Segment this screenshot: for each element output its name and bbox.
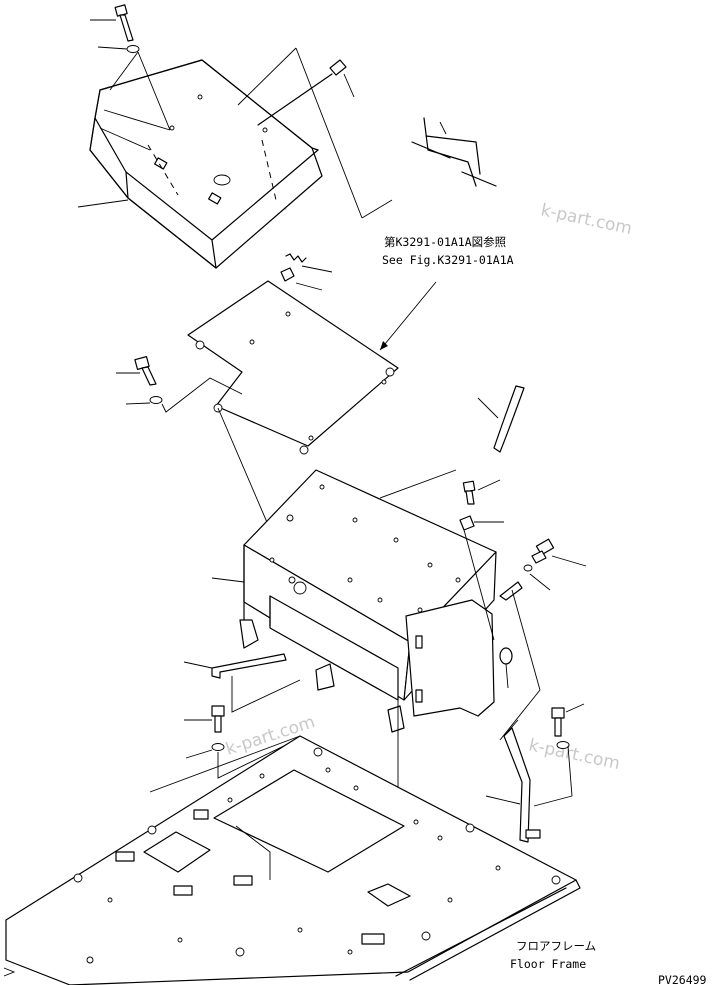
reference-label-en: See Fig.K3291-01A1A [382,253,514,267]
watermark: k-part.com [527,735,622,774]
watermark: k-part.com [539,200,634,239]
stay-bar-left [183,653,301,713]
floor-frame-label-jp: フロアフレーム [516,939,596,953]
bolt-right-upper [459,479,504,641]
inner-plate [187,280,399,455]
bolt-right-lower [533,703,585,807]
floor-frame-label-en: Floor Frame [510,957,586,971]
reference-label-jp: 第K3291-01A1A図参照 [384,235,506,249]
drawing-number: PV26499 [658,973,707,985]
stay-bracket-right [485,581,541,843]
top-cover [89,59,323,269]
nut [499,647,513,665]
floor-frame [5,735,581,985]
hinge-parts [411,117,497,187]
side-guard [379,469,495,717]
seal-strip [477,385,525,453]
bolt-left-mid [116,356,243,413]
spring-clip [280,253,333,291]
bolt-right-side [523,538,587,591]
stud-bolt [257,59,355,126]
bolt-top [90,4,171,131]
bolt-left-lower [184,705,301,779]
